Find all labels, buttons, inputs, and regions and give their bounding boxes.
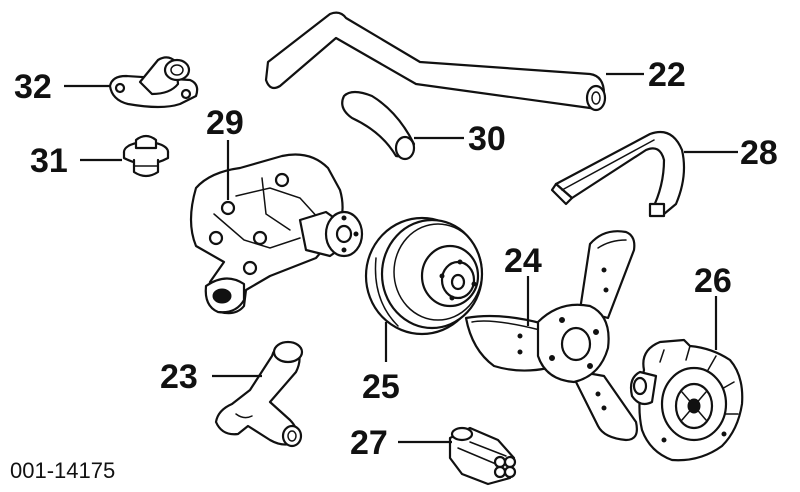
callout-22: 22 — [648, 56, 686, 94]
callout-30: 30 — [468, 120, 506, 158]
callout-23: 23 — [160, 358, 198, 396]
callout-28: 28 — [740, 134, 778, 172]
upper-hose — [264, 11, 607, 112]
callout-25: 25 — [362, 368, 400, 406]
pulley — [364, 216, 484, 336]
callout-26: 26 — [694, 262, 732, 300]
fan-spacer — [448, 426, 517, 486]
callout-32: 32 — [14, 68, 52, 106]
bypass-hose — [341, 90, 416, 161]
document-number: 001-14175 — [10, 458, 115, 483]
fan — [464, 230, 638, 442]
fan-belt — [550, 130, 686, 218]
thermostat — [122, 134, 170, 178]
callout-27: 27 — [350, 424, 388, 462]
water-pump — [189, 153, 364, 315]
thermostat-housing — [108, 56, 199, 109]
fan-clutch — [629, 338, 744, 462]
callout-31: 31 — [30, 142, 68, 180]
lower-hose — [214, 340, 304, 448]
callout-24: 24 — [504, 242, 542, 280]
callout-29: 29 — [206, 104, 244, 142]
